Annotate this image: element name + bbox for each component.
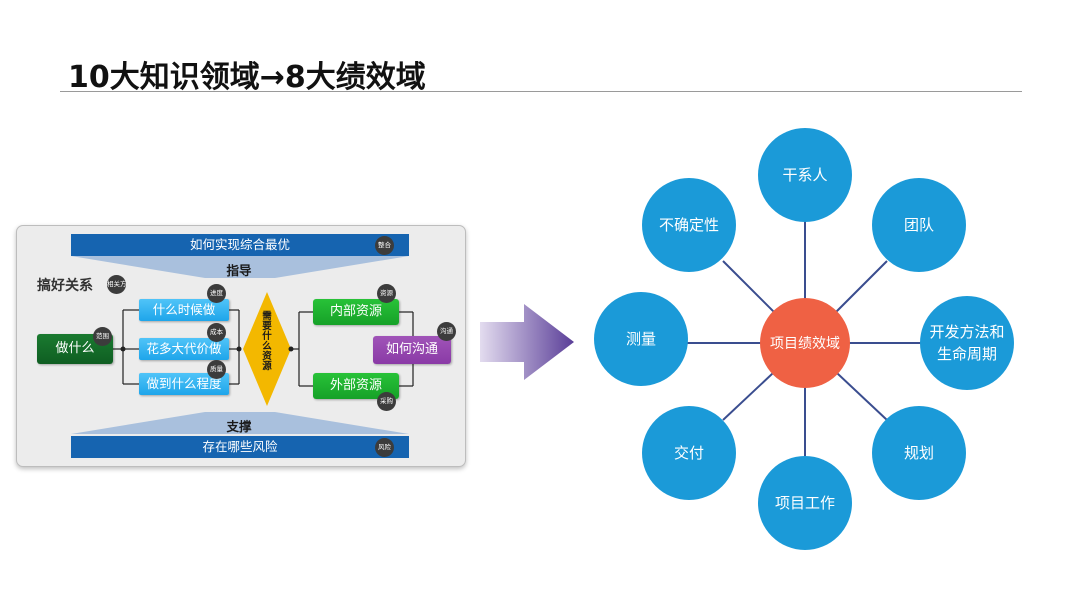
transition-arrow-icon xyxy=(480,304,574,380)
quality-tag: 质量 xyxy=(207,360,226,379)
node-planning: 规划 xyxy=(872,406,966,500)
node-measurement: 测量 xyxy=(594,292,688,386)
risk-tag: 风险 xyxy=(375,438,394,457)
node-uncertainty: 不确定性 xyxy=(642,178,736,272)
schedule-tag: 进度 xyxy=(207,284,226,303)
guidance-label: 指导 xyxy=(226,263,252,278)
node-team: 团队 xyxy=(872,178,966,272)
diamond-text: 需要什么资源 xyxy=(262,311,272,372)
node-project-work: 项目工作 xyxy=(758,456,852,550)
relation-label: 搞好关系 xyxy=(37,278,93,294)
integration-tag: 整合 xyxy=(375,236,394,255)
communication-box: 如何沟通 xyxy=(373,336,451,364)
node-delivery: 交付 xyxy=(642,406,736,500)
page-title: 10大知识领域→8大绩效域 xyxy=(68,60,426,95)
top-band: 如何实现综合最优 xyxy=(71,234,409,256)
node-stakeholders: 干系人 xyxy=(758,128,852,222)
center-node: 项目绩效域 xyxy=(760,298,850,388)
internal-resource-box: 内部资源 xyxy=(313,299,399,325)
top-funnel xyxy=(71,256,409,278)
schedule-box: 什么时候做 xyxy=(139,299,229,321)
support-label: 支撑 xyxy=(226,419,252,434)
resource-tag: 资源 xyxy=(377,284,396,303)
procurement-tag: 采购 xyxy=(377,392,396,411)
cost-tag: 成本 xyxy=(207,323,226,342)
cost-box: 花多大代价做 xyxy=(139,338,229,360)
knowledge-areas-panel: 如何实现综合最优 整合 指导 搞好关系 相关方 做什么 范围 什么时候做 进度 … xyxy=(16,225,466,467)
panel-connectors xyxy=(71,256,416,434)
scope-tag: 范围 xyxy=(93,327,112,346)
bottom-band: 存在哪些风险 xyxy=(71,436,409,458)
stakeholder-tag: 相关方 xyxy=(107,275,126,294)
communication-tag: 沟通 xyxy=(437,322,456,341)
resource-diamond xyxy=(243,292,291,406)
node-development-approach: 开发方法和生命周期 xyxy=(920,296,1014,390)
bottom-funnel xyxy=(71,412,409,434)
title-divider xyxy=(60,91,1022,92)
quality-box: 做到什么程度 xyxy=(139,373,229,395)
